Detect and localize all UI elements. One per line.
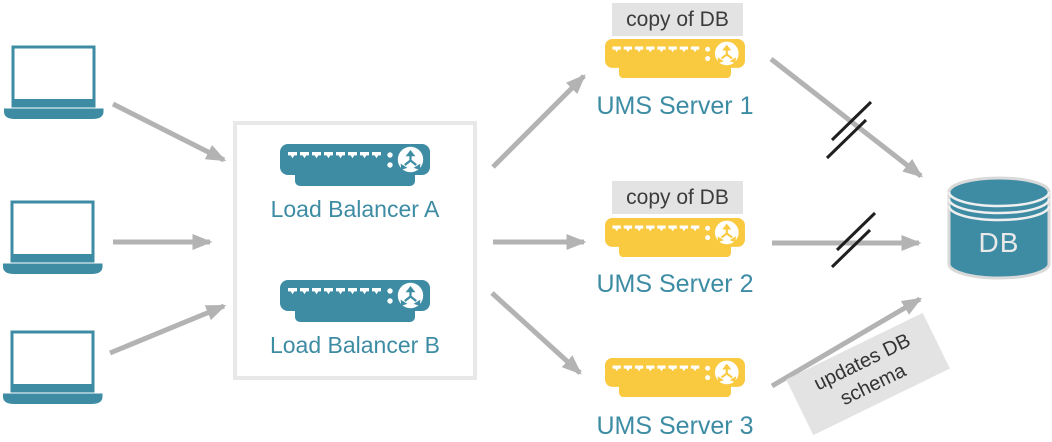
load-balancer-b-label: Load Balancer B xyxy=(269,332,441,358)
database-label: DB xyxy=(978,227,1020,258)
ums-server-1-label: UMS Server 1 xyxy=(596,92,754,120)
load-balancer-a-label: Load Balancer A xyxy=(270,196,440,222)
database-icon xyxy=(947,176,1051,280)
client-laptop-icon-2 xyxy=(3,200,103,276)
arrow-loadbalancers-to-ums3 xyxy=(490,291,582,375)
client-laptop-icon-3 xyxy=(3,330,103,406)
ums-server-1-icon xyxy=(605,39,745,79)
arrow-ums3-to-db xyxy=(770,296,923,389)
arrow-client3-to-loadbalancers xyxy=(109,303,227,356)
client-laptop-icon-1 xyxy=(4,45,104,121)
ums-server-3-icon xyxy=(605,358,745,398)
connection-break-icon-ums2 xyxy=(830,211,877,269)
load-balancer-a-icon xyxy=(280,144,430,186)
load-balancer-b-icon xyxy=(280,280,430,322)
arrow-loadbalancers-to-ums1 xyxy=(491,74,586,169)
load-balancer-group-box xyxy=(233,121,477,380)
connection-break-icon-ums1 xyxy=(825,100,873,160)
arrow-client1-to-loadbalancers xyxy=(111,101,227,163)
arrow-ums1-to-db xyxy=(769,57,923,178)
ums-server-2-icon xyxy=(605,218,745,258)
ums-server-3-label: UMS Server 3 xyxy=(596,412,754,440)
copy-of-db-badge-2: copy of DB xyxy=(612,181,743,214)
ums-server-2-label: UMS Server 2 xyxy=(596,270,754,298)
copy-of-db-badge-1: copy of DB xyxy=(612,3,743,36)
